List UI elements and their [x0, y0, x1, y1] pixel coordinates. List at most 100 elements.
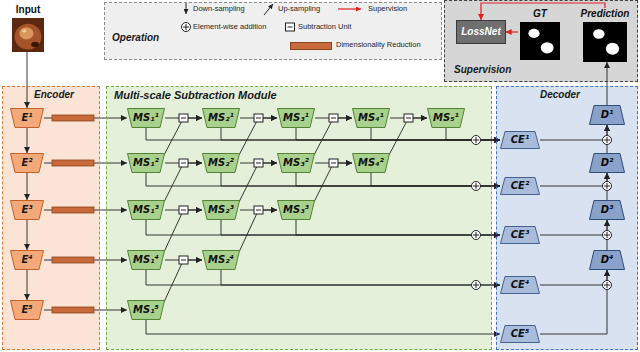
connector: [540, 220, 607, 235]
image-heading: Prediction: [581, 8, 630, 20]
subtraction-minus: [181, 260, 186, 261]
block-outline: [128, 154, 165, 173]
connector: [146, 320, 500, 334]
mask-ground: [583, 22, 627, 62]
add-symbol: [603, 182, 612, 191]
block-outline: [11, 251, 44, 270]
block-outline: [203, 251, 240, 270]
block-label: E⁴: [21, 254, 32, 266]
picture-tissue: [15, 24, 42, 50]
picture-shadow: [31, 42, 39, 47]
subtraction-block: MS₃¹: [277, 108, 315, 128]
block-outline: [11, 109, 44, 128]
supervision-panel: SupervisionLossNetGTPrediction: [444, 0, 638, 82]
decoder-panel: DecoderCE¹CE²CE³CE⁴CE⁵D¹D²D³D⁴: [496, 86, 638, 350]
subtraction-frame: [329, 114, 338, 122]
ce-block: CE⁴: [500, 276, 540, 294]
block-outline: [590, 106, 625, 125]
reduction-bar: [52, 160, 94, 166]
block-outline: [278, 154, 315, 173]
connector: [296, 173, 500, 186]
subtraction-symbol: [404, 114, 413, 122]
block-outline: [278, 201, 315, 220]
picture-highlight: [22, 29, 26, 32]
prediction-image: Prediction: [577, 8, 633, 62]
subtraction-frame: [179, 256, 188, 264]
block-label: D¹: [601, 109, 614, 121]
add-symbol: [472, 231, 481, 240]
add-cross: [473, 183, 479, 189]
connector: [607, 62, 608, 105]
encoder-block: E¹: [10, 108, 44, 128]
encoder-block: E⁵: [10, 300, 44, 320]
block-outline: [501, 132, 540, 149]
subtraction-symbol: [179, 114, 188, 122]
connector: [540, 173, 607, 186]
reduction-bar: [52, 257, 94, 263]
add-cross: [604, 137, 610, 143]
block-label: CE¹: [511, 134, 530, 146]
block-label: D³: [601, 204, 614, 216]
mask-region: [528, 29, 539, 38]
reduction-bar: [52, 115, 94, 121]
mask-region: [593, 29, 604, 39]
encoder-block: E³: [10, 200, 44, 220]
subtraction-block: MS₂¹: [202, 108, 240, 128]
mask-ground: [520, 22, 560, 60]
subtraction-block: MS₂²: [202, 153, 240, 173]
connector: [146, 128, 500, 140]
add-symbol: [472, 182, 481, 191]
panel-heading: Encoder: [34, 89, 74, 101]
block-outline: [278, 109, 315, 128]
connector: [27, 128, 28, 153]
subtraction-frame: [254, 159, 263, 167]
connector: [164, 118, 202, 155]
module-ground: [106, 86, 492, 350]
add-symbol: [603, 281, 612, 290]
legend-subtraction-symbol: [286, 23, 295, 31]
subtraction-symbol: [254, 159, 263, 167]
subtraction-block: MS₁⁵: [127, 300, 165, 320]
connector: [540, 270, 607, 285]
legend-item: Down-sampling: [193, 4, 245, 14]
decoder-ground: [496, 86, 638, 350]
block-label: LossNet: [461, 26, 500, 38]
block-outline: [590, 251, 625, 270]
legend-text: Supervision: [368, 4, 407, 14]
connector: [146, 220, 500, 235]
block-label: MS₃¹: [283, 112, 309, 124]
subtraction-symbol: [329, 159, 338, 167]
connector: [296, 220, 500, 235]
connector: [164, 163, 202, 202]
add-circle: [472, 231, 481, 240]
connector: [221, 270, 500, 285]
subtraction-minus: [256, 118, 261, 119]
block-outline: [501, 227, 540, 244]
add-circle: [603, 136, 612, 145]
subtraction-minus: [331, 118, 336, 119]
gt-picture: [520, 22, 560, 60]
add-circle: [182, 23, 191, 32]
subtraction-block: MS₁⁴: [127, 250, 165, 270]
block-label: E³: [21, 204, 32, 216]
connector: [314, 163, 352, 202]
encoder-block: E²: [10, 153, 44, 173]
block-outline: [203, 154, 240, 173]
panel-heading: Decoder: [540, 89, 580, 101]
decoder-block: D¹: [589, 105, 625, 125]
decoder-block: D⁴: [589, 250, 625, 270]
connector: [389, 118, 427, 155]
add-circle: [472, 136, 481, 145]
block-label: E¹: [21, 112, 32, 124]
block-label: MS₁¹: [133, 112, 159, 124]
block-outline: [590, 201, 625, 220]
add-circle: [603, 231, 612, 240]
subtraction-block: MS₂⁴: [202, 250, 240, 270]
legend-supervision-arrow: [338, 8, 361, 9]
connector: [221, 220, 500, 235]
connector: [239, 118, 277, 155]
connector: [540, 125, 607, 140]
subtraction-minus: [331, 163, 336, 164]
subtraction-frame: [254, 114, 263, 122]
legend-up-arrow: [264, 4, 273, 15]
